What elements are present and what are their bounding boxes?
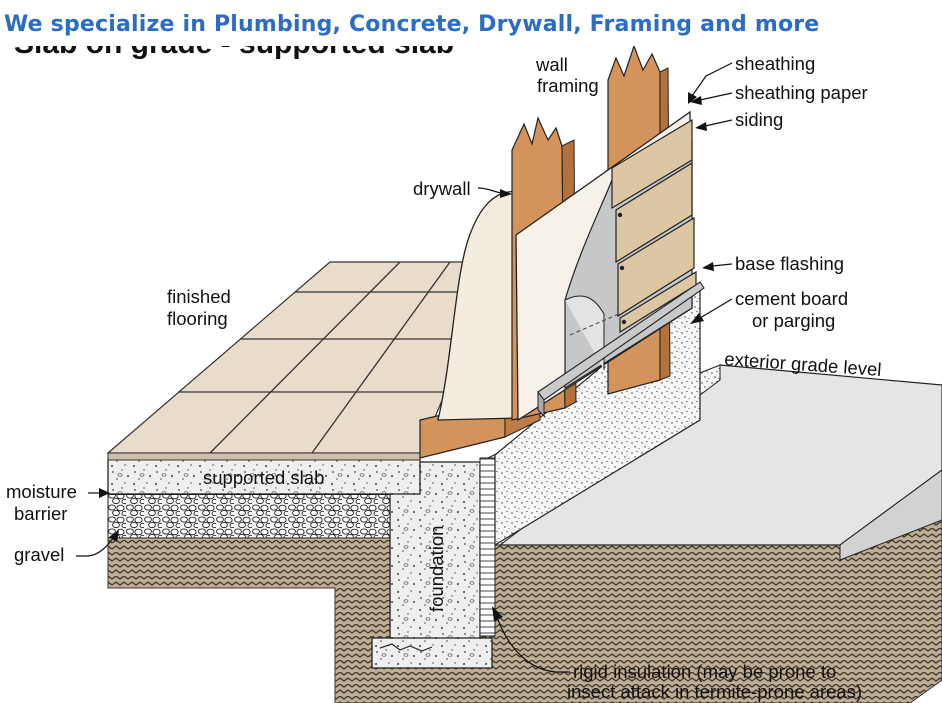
label-sheathing: sheathing: [688, 53, 815, 104]
svg-text:cement board: cement board: [735, 288, 848, 309]
svg-text:base flashing: base flashing: [735, 253, 844, 274]
svg-text:gravel: gravel: [14, 544, 64, 565]
banner-backdrop: [0, 8, 942, 46]
label-cement-board: cement board or parging: [690, 288, 848, 331]
svg-text:flooring: flooring: [167, 308, 228, 329]
rigid-insulation: [479, 457, 496, 637]
svg-text:framing: framing: [537, 75, 599, 96]
svg-text:or parging: or parging: [752, 310, 835, 331]
drywall-panel: [437, 189, 521, 421]
label-gravel: gravel: [14, 530, 119, 565]
label-finished-flooring: finished flooring: [167, 286, 231, 329]
svg-text:drywall: drywall: [413, 178, 471, 199]
label-siding: siding: [695, 109, 783, 131]
promo-banner: We specialize in Plumbing, Concrete, Dry…: [4, 12, 820, 37]
label-base-flashing: base flashing: [702, 253, 844, 274]
base-flashing: [537, 281, 705, 418]
label-supported-slab: supported slab: [203, 467, 324, 488]
label-moisture-barrier: moisture barrier: [6, 481, 110, 524]
label-foundation: foundation: [426, 526, 447, 612]
svg-text:foundation: foundation: [426, 526, 447, 612]
svg-text:moisture: moisture: [6, 481, 77, 502]
tile-grid-lines: [178, 261, 488, 454]
svg-text:barrier: barrier: [14, 503, 67, 524]
gravel-layer: [107, 493, 391, 539]
label-rigid-insulation: rigid insulation (may be prone to insect…: [492, 606, 862, 702]
svg-text:rigid insulation (may be prone: rigid insulation (may be prone to: [573, 661, 836, 682]
label-drywall: drywall: [413, 178, 512, 199]
exterior-grade-surface: [498, 364, 942, 561]
svg-text:siding: siding: [735, 109, 783, 130]
label-wall-framing: wall framing: [535, 54, 599, 96]
svg-text:insect attack in termite-prone: insect attack in termite-prone areas): [567, 681, 862, 702]
svg-text:finished: finished: [167, 286, 231, 307]
svg-text:supported slab: supported slab: [203, 467, 324, 488]
svg-text:sheathing paper: sheathing paper: [735, 82, 868, 103]
label-sheathing-paper: sheathing paper: [690, 82, 868, 105]
svg-text:sheathing: sheathing: [735, 53, 815, 74]
siding-boards: [611, 118, 697, 334]
svg-text:wall: wall: [535, 54, 568, 75]
